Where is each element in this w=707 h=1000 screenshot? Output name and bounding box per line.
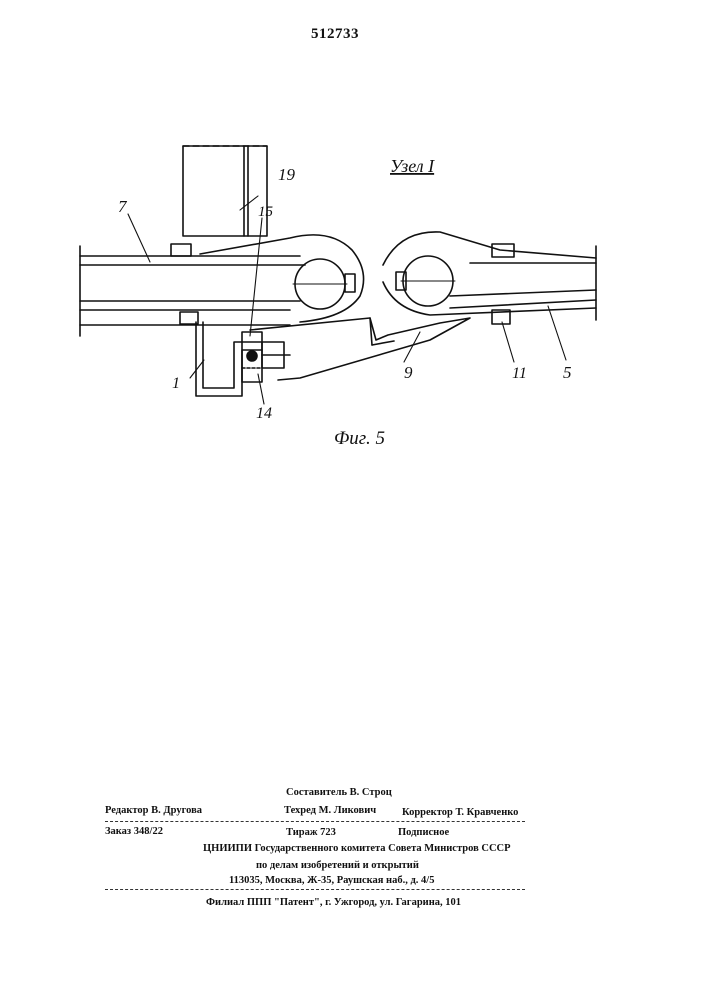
editor: Редактор В. Другова [105,805,202,816]
leader-lines [128,196,566,404]
label-5: 5 [563,363,572,382]
part-7-left-beam [80,235,364,336]
org-line-2: по делам изобретений и открытий [256,860,419,871]
label-1: 1 [172,375,180,392]
techred: Техред М. Ликович [284,805,376,816]
label-11: 11 [512,365,527,382]
corrector: Корректор Т. Кравченко [402,807,518,818]
label-14: 14 [256,405,272,422]
subscription: Подписное [398,827,449,838]
compiler: Составитель В. Строц [286,787,392,798]
part-19-column [183,146,267,236]
label-7: 7 [118,197,128,216]
label-19: 19 [278,165,296,184]
part-9-plate [250,318,470,380]
address: 113035, Москва, Ж-35, Раушская наб., д. … [229,875,434,886]
divider [105,889,525,890]
org-line-1: ЦНИИПИ Государственного комитета Совета … [203,843,511,854]
node-label: Узел I [390,156,435,176]
label-9: 9 [404,363,413,382]
label-15: 15 [258,204,274,220]
order: Заказ 348/22 [105,826,163,837]
branch: Филиал ППП "Патент", г. Ужгород, ул. Гаг… [206,897,461,908]
part-15-bolt-assembly [242,332,290,382]
figure-caption: Фиг. 5 [334,428,385,449]
divider [105,821,525,822]
circulation: Тираж 723 [286,827,336,838]
part-5-right-beam [383,232,596,324]
